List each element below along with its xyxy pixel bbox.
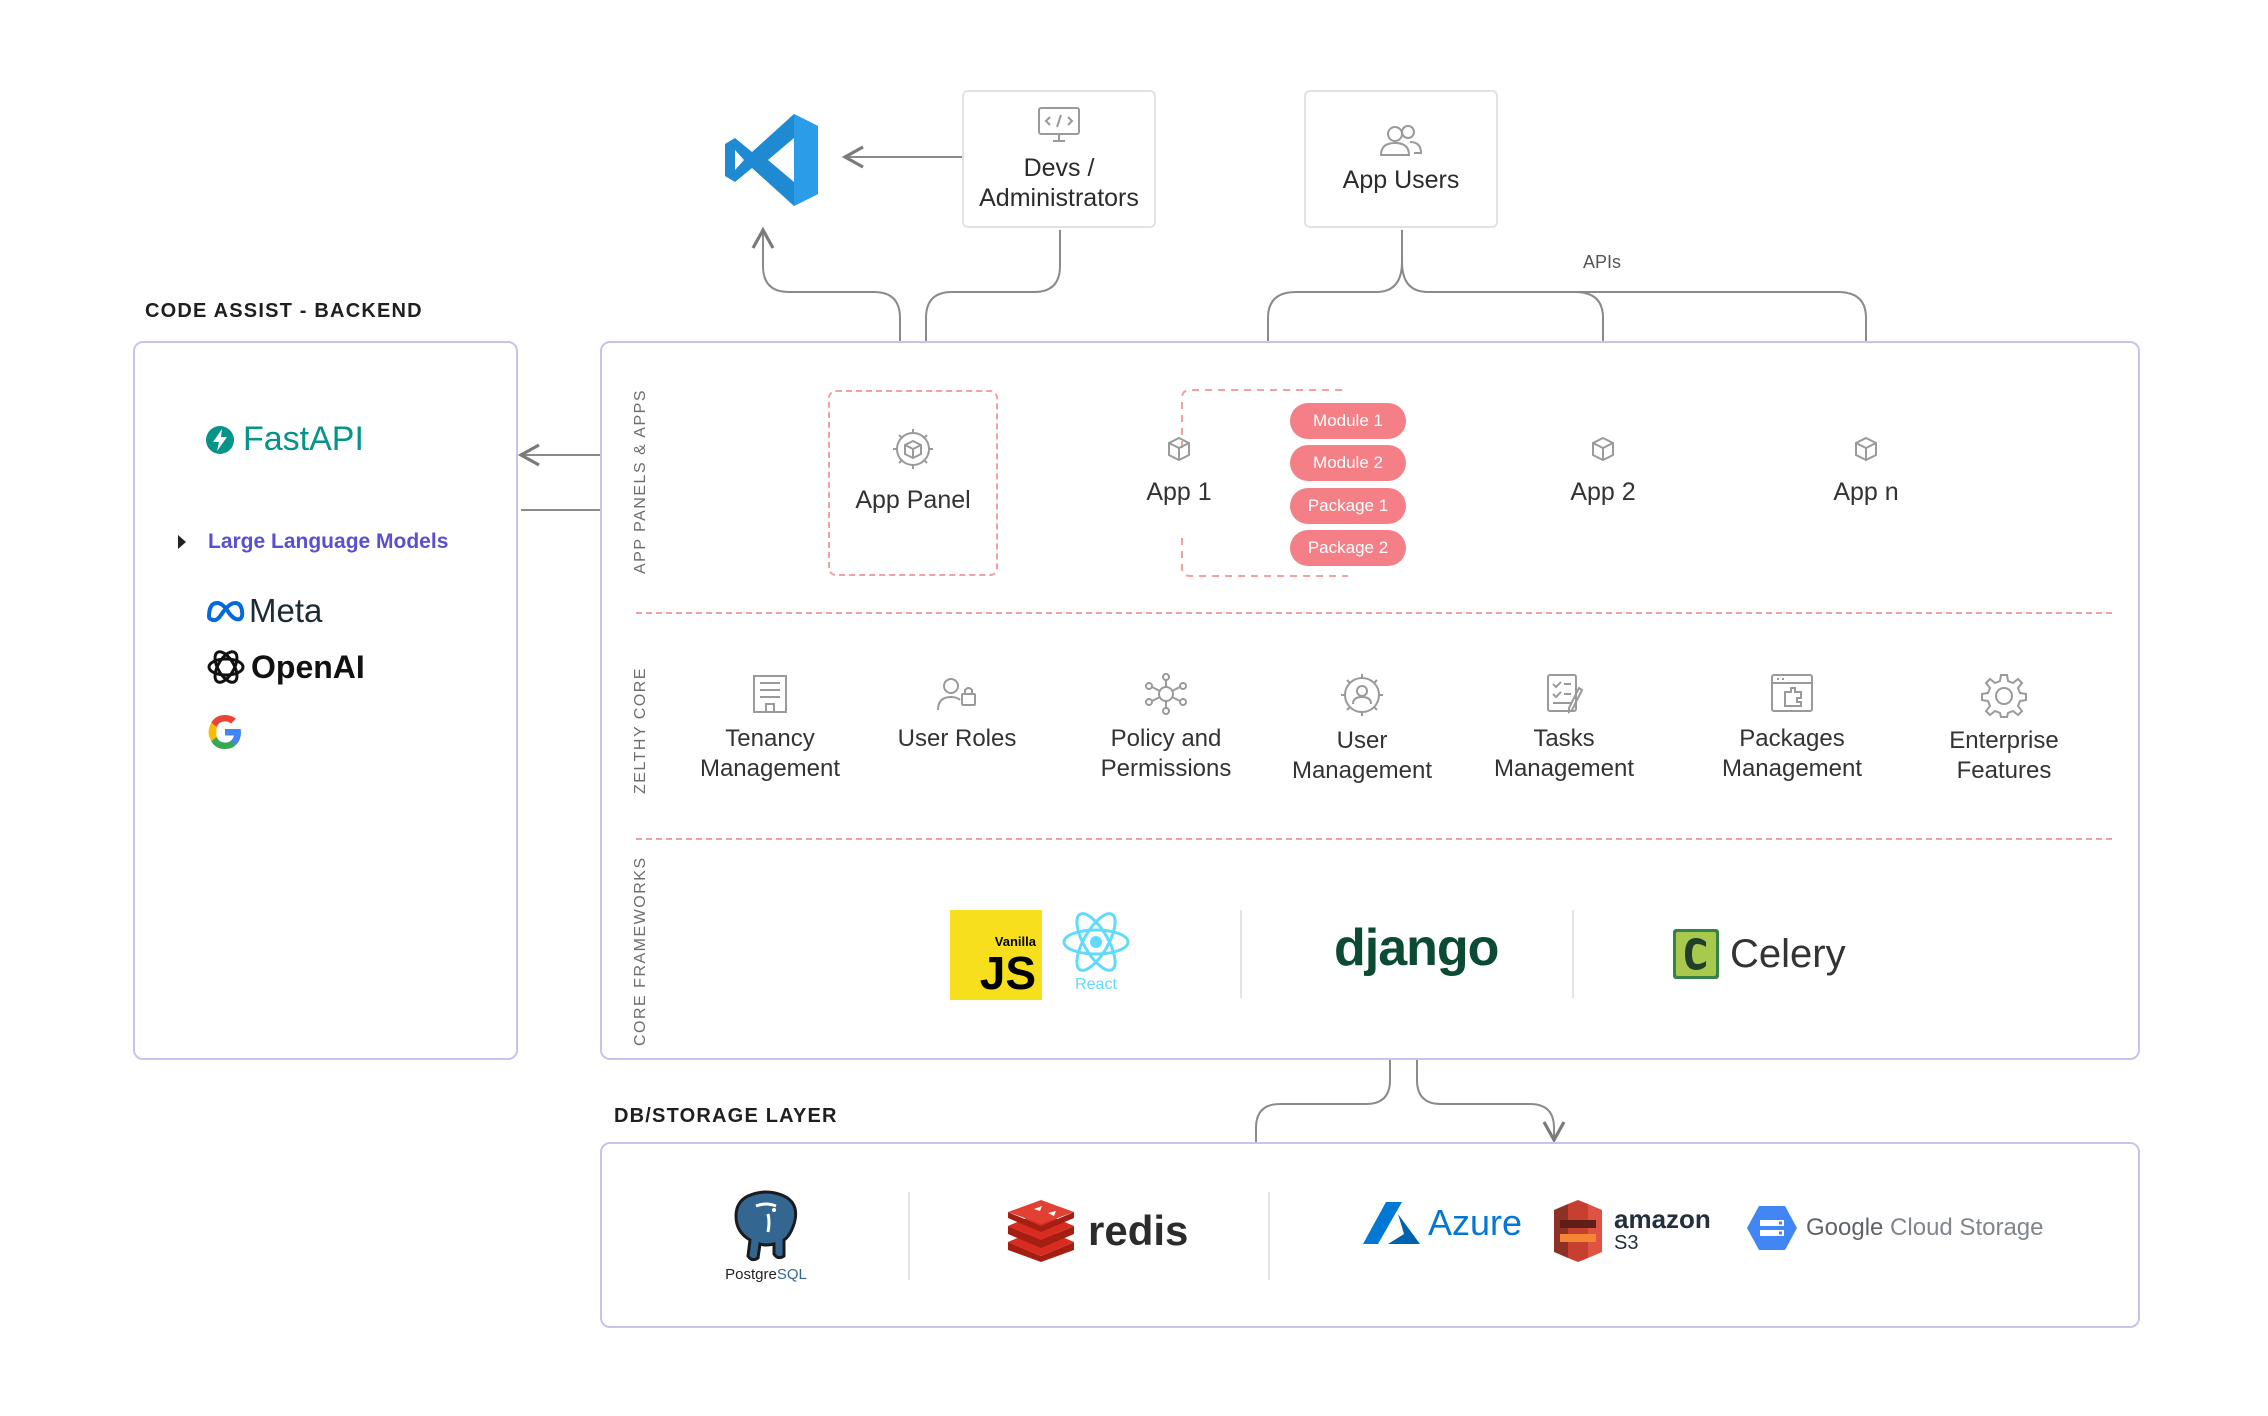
celery-text: Celery: [1730, 931, 1846, 976]
core-item-packages: Packages Management: [1692, 672, 1892, 784]
app1-dashed-box: [1181, 389, 1348, 577]
code-assist-backend-box: [133, 341, 518, 1060]
framework-separator: [1572, 910, 1574, 998]
framework-separator: [1240, 910, 1242, 998]
users-icon: [1379, 125, 1423, 156]
core-item-enterprise: Enterprise Features: [1904, 672, 2104, 786]
app-panel-dashed-box: [828, 390, 998, 576]
zelthy-core-label: ZELTHY CORE: [632, 666, 649, 794]
azure-text: Azure: [1428, 1202, 1523, 1243]
postgresql-text: PostgreSQL: [725, 1266, 807, 1283]
meta-logo: Meta: [205, 592, 322, 630]
appn-label: App n: [1833, 478, 1899, 506]
storage-separator: [908, 1192, 910, 1280]
amazon-s3-logo: amazon S3: [1550, 1198, 1711, 1264]
fastapi-text: FastAPI: [243, 420, 364, 458]
devs-label: Devs / Administrators: [979, 154, 1139, 212]
core-item-tasks: Tasks Management: [1464, 672, 1664, 784]
app1-label: App 1: [1146, 478, 1212, 506]
llm-heading[interactable]: Large Language Models: [176, 530, 448, 554]
cube-icon: [1168, 436, 1190, 462]
package-window-icon: [1771, 674, 1813, 712]
developer-monitor-icon: [1038, 107, 1080, 142]
django-logo: django: [1334, 919, 1499, 977]
db-storage-title: DB/STORAGE LAYER: [614, 1105, 838, 1127]
app-panels-label: APP PANELS & APPS: [632, 389, 649, 574]
core-item-label: Packages Management: [1721, 725, 1863, 782]
user-gear-icon: [1341, 674, 1383, 716]
pill-module-1[interactable]: Module 1: [1290, 403, 1406, 439]
code-assist-title: CODE ASSIST - BACKEND: [145, 300, 423, 322]
gear-icon: [1981, 674, 2027, 718]
core-item-user-roles: User Roles: [857, 672, 1057, 754]
redis-logo: redis: [1006, 1200, 1188, 1262]
network-icon: [1145, 673, 1187, 715]
gcs-text: Google Cloud Storage: [1806, 1214, 2044, 1241]
devs-administrators-card: Devs / Administrators: [962, 90, 1156, 228]
core-item-label: User Management: [1291, 727, 1433, 784]
app2-label: App 2: [1570, 478, 1636, 506]
caret-right-icon: [178, 535, 186, 549]
postgresql-logo: PostgreSQL: [716, 1188, 816, 1283]
storage-separator: [1268, 1192, 1270, 1280]
app-2[interactable]: App 2: [1503, 436, 1703, 507]
celery-logo: Celery: [1672, 928, 1846, 980]
openai-logo: OpenAI: [205, 646, 365, 688]
amazon-s3-text: amazon S3: [1614, 1204, 1711, 1254]
azure-logo: Azure: [1362, 1200, 1522, 1246]
apis-label: APIs: [1583, 252, 1622, 272]
divider-core-frameworks: [636, 838, 2112, 840]
user-lock-icon: [937, 678, 976, 711]
core-item-label: Tasks Management: [1493, 725, 1635, 782]
core-item-user-management: User Management: [1262, 672, 1462, 786]
gcs-hexagon-icon: [1747, 1206, 1797, 1250]
app-panel[interactable]: App Panel: [813, 426, 1013, 515]
meta-text: Meta: [249, 592, 323, 629]
app-n[interactable]: App n: [1766, 436, 1966, 507]
cube-icon: [1592, 436, 1614, 462]
app-panel-label: App Panel: [855, 486, 971, 514]
redis-text: redis: [1088, 1207, 1189, 1254]
llm-heading-text: Large Language Models: [208, 530, 449, 553]
app-users-card: App Users: [1304, 90, 1498, 228]
pill-module-2[interactable]: Module 2: [1290, 445, 1406, 481]
fastapi-logo: FastAPI: [205, 420, 364, 459]
google-g-icon: [208, 715, 241, 749]
pill-package-1[interactable]: Package 1: [1290, 488, 1406, 524]
core-item-tenancy: Tenancy Management: [670, 672, 870, 784]
building-icon: [753, 675, 787, 713]
js-text: JS: [979, 947, 1036, 999]
cube-icon: [1855, 436, 1877, 462]
openai-text: OpenAI: [251, 648, 365, 685]
pill-package-2[interactable]: Package 2: [1290, 530, 1406, 566]
gear-cube-icon: [893, 429, 933, 469]
s3-bucket-icon: [1554, 1200, 1602, 1262]
google-cloud-storage-logo: Google Cloud Storage: [1746, 1204, 2044, 1252]
core-item-label: Tenancy Management: [699, 725, 841, 782]
core-frameworks-label: CORE FRAMEWORKS: [632, 856, 649, 1046]
meta-infinity-icon: [207, 601, 245, 623]
core-item-label: Policy and Permissions: [1100, 725, 1232, 782]
divider-apps-core: [636, 612, 2112, 614]
vanilla-js-logo: Vanilla JS: [950, 910, 1042, 1000]
fastapi-bolt-icon: [206, 425, 234, 454]
react-atom-icon: [1062, 912, 1130, 972]
task-list-icon: [1547, 674, 1584, 714]
core-item-label: User Roles: [897, 725, 1017, 752]
celery-c-icon: [1673, 929, 1719, 979]
core-item-policy: Policy and Permissions: [1066, 672, 1266, 784]
vscode-logo-icon: [725, 114, 818, 206]
core-item-label: Enterprise Features: [1949, 727, 2059, 784]
app-1[interactable]: App 1: [1079, 436, 1279, 507]
react-text: React: [1075, 976, 1117, 993]
openai-knot-icon: [207, 650, 245, 684]
vanilla-text: Vanilla: [994, 934, 1036, 949]
redis-stack-icon: [1008, 1200, 1074, 1262]
react-logo: React: [1060, 910, 1132, 994]
app-users-label: App Users: [1342, 166, 1460, 194]
azure-a-icon: [1363, 1202, 1420, 1244]
postgres-elephant-icon: [734, 1190, 798, 1262]
